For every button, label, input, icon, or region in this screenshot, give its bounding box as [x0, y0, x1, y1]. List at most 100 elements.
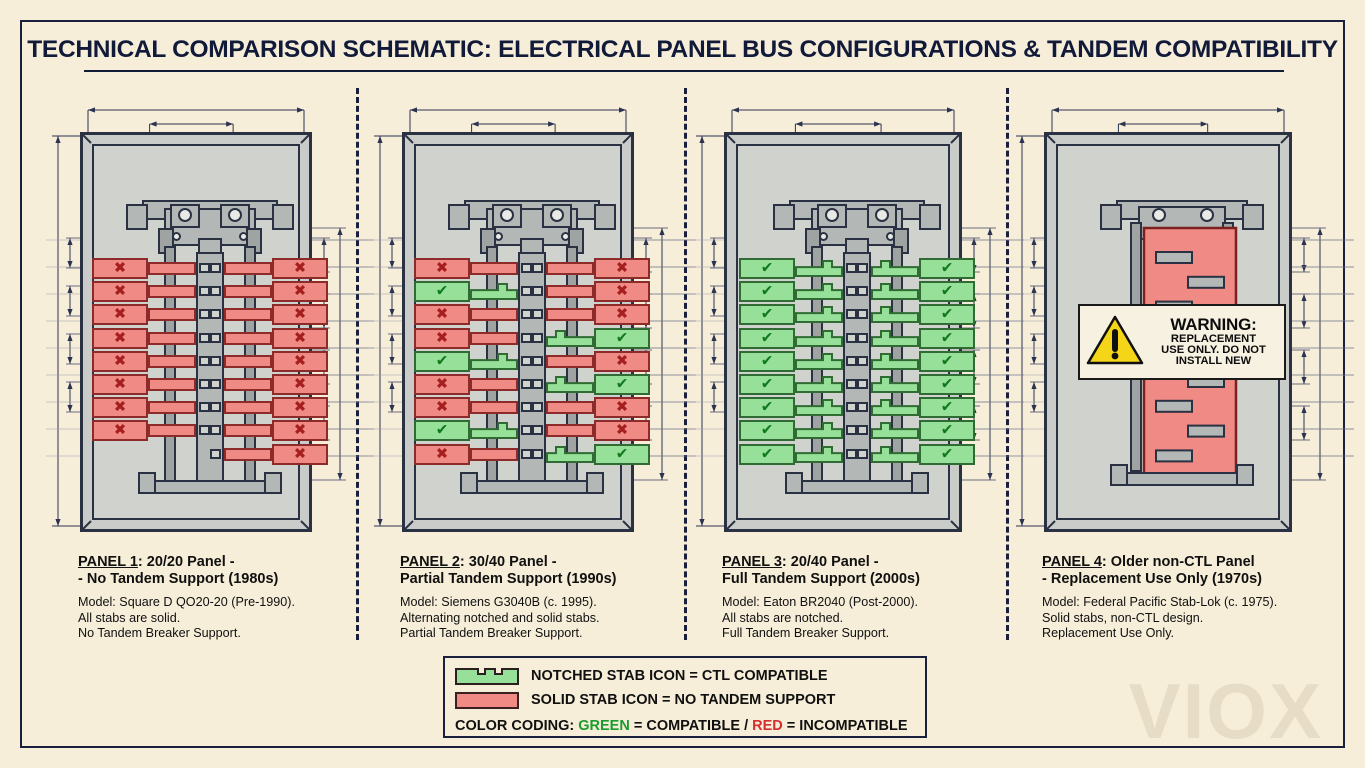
panel-interior-3: ✔✔✔✔✔✔✔✔✔✔✔✔✔✔✔✔✔✔: [738, 146, 975, 518]
breaker-left-6[interactable]: ✖: [414, 374, 470, 395]
breaker-right-9[interactable]: ✔: [594, 443, 650, 465]
stab-right-notched-7: [871, 399, 919, 417]
stab-clip-left-4: [199, 332, 210, 343]
breaker-right-9[interactable]: ✖: [272, 443, 328, 465]
caption-panel-title: : 20/20 Panel -: [137, 554, 235, 570]
stab-left-notched-8: [795, 422, 843, 440]
stab-clip-left-9: [521, 448, 532, 459]
stab-left-solid-3: [148, 308, 196, 322]
lug-screw-right: [550, 208, 564, 222]
breaker-left-1[interactable]: ✖: [92, 258, 148, 279]
caption-panel-title: : 20/40 Panel -: [781, 554, 879, 570]
breaker-left-5[interactable]: ✔: [739, 350, 795, 372]
breaker-right-2[interactable]: ✖: [594, 281, 650, 303]
breaker-right-4[interactable]: ✔: [594, 327, 650, 349]
breaker-left-4[interactable]: ✔: [739, 327, 795, 349]
breaker-right-3[interactable]: ✔: [919, 304, 975, 326]
breaker-right-8[interactable]: ✔: [919, 420, 975, 442]
breaker-status-icon: ✔: [760, 258, 774, 277]
stab-clip-left-2: [846, 286, 857, 297]
breaker-right-7[interactable]: ✖: [594, 397, 650, 419]
caption-panel-number: PANEL 4: [1042, 554, 1102, 570]
breaker-right-6[interactable]: ✔: [919, 374, 975, 395]
caption-body: Model: Eaton BR2040 (Post-2000).All stab…: [722, 595, 1042, 642]
panel-cabinet-inner-2: ✖✔✖✖✔✖✖✔✖✖✖✖✔✖✔✖✖✔: [414, 144, 650, 520]
breaker-left-5[interactable]: ✖: [92, 350, 148, 372]
caption-heading-line-1: PANEL 1: 20/20 Panel -: [78, 554, 398, 571]
breaker-right-1[interactable]: ✖: [594, 258, 650, 279]
stab-clip-left-1: [521, 263, 532, 273]
breaker-right-4[interactable]: ✔: [919, 327, 975, 349]
breaker-left-8[interactable]: ✖: [92, 420, 148, 442]
legend-color-suffix: = INCOMPATIBLE: [782, 717, 908, 734]
breaker-left-2[interactable]: ✔: [414, 281, 470, 303]
breaker-left-1[interactable]: ✔: [739, 258, 795, 279]
breaker-left-3[interactable]: ✔: [739, 304, 795, 326]
breaker-right-6[interactable]: ✔: [594, 374, 650, 395]
breaker-right-1[interactable]: ✖: [272, 258, 328, 279]
legend-label-notched: NOTCHED STAB ICON = CTL COMPATIBLE: [531, 668, 828, 684]
main-lug-right-ear: [594, 204, 616, 230]
breaker-right-8[interactable]: ✖: [272, 420, 328, 442]
stab-clip-left-3: [521, 309, 532, 320]
breaker-right-2[interactable]: ✖: [272, 281, 328, 303]
stab-clip-right-6: [210, 379, 221, 389]
breaker-left-2[interactable]: ✔: [739, 281, 795, 303]
stab-left-solid-3: [470, 308, 518, 322]
breaker-status-icon: ✖: [435, 397, 449, 416]
breaker-left-3[interactable]: ✖: [414, 304, 470, 326]
breaker-right-1[interactable]: ✔: [919, 258, 975, 279]
breaker-left-9[interactable]: ✖: [414, 443, 470, 465]
breaker-right-3[interactable]: ✖: [272, 304, 328, 326]
stab-left-solid-6: [470, 378, 518, 391]
stab-clip-left-7: [846, 402, 857, 413]
breaker-right-5[interactable]: ✔: [919, 350, 975, 372]
breaker-left-1[interactable]: ✖: [414, 258, 470, 279]
stab-left-solid-8: [148, 424, 196, 438]
page-title: TECHNICAL COMPARISON SCHEMATIC: ELECTRIC…: [27, 36, 1338, 63]
breaker-right-9[interactable]: ✔: [919, 443, 975, 465]
breaker-left-8[interactable]: ✔: [414, 420, 470, 442]
breaker-status-icon: ✖: [435, 304, 449, 323]
breaker-right-6[interactable]: ✖: [272, 374, 328, 395]
breaker-right-7[interactable]: ✔: [919, 397, 975, 419]
stab-left-notched-4: [795, 329, 843, 348]
breaker-status-icon: ✖: [113, 351, 127, 370]
breaker-left-8[interactable]: ✔: [739, 420, 795, 442]
breaker-left-6[interactable]: ✖: [92, 374, 148, 395]
stab-clip-right-4: [210, 332, 221, 343]
breaker-left-4[interactable]: ✖: [414, 327, 470, 349]
breaker-right-4[interactable]: ✖: [272, 327, 328, 349]
breaker-left-2[interactable]: ✖: [92, 281, 148, 303]
breaker-left-7[interactable]: ✖: [92, 397, 148, 419]
stab-clip-left-2: [521, 286, 532, 297]
breaker-right-2[interactable]: ✔: [919, 281, 975, 303]
breaker-status-icon: ✔: [615, 374, 629, 393]
breaker-status-icon: ✔: [435, 351, 449, 370]
breaker-status-icon: ✖: [435, 444, 449, 463]
breaker-right-7[interactable]: ✖: [272, 397, 328, 419]
title-underline: [84, 70, 1284, 72]
stab-left-solid-1: [148, 262, 196, 275]
breaker-right-3[interactable]: ✖: [594, 304, 650, 326]
lug-screw-left: [500, 208, 514, 222]
breaker-left-3[interactable]: ✖: [92, 304, 148, 326]
stab-clip-right-7: [857, 402, 868, 413]
panel-column-3: ✔✔✔✔✔✔✔✔✔✔✔✔✔✔✔✔✔✔PANEL 3: 20/40 Panel -…: [690, 88, 1024, 718]
stab-right-notched-4: [871, 329, 919, 348]
breaker-status-icon: ✔: [940, 420, 954, 439]
legend-green-word: GREEN: [578, 717, 630, 734]
breaker-left-7[interactable]: ✖: [414, 397, 470, 419]
breaker-left-5[interactable]: ✔: [414, 350, 470, 372]
breaker-right-5[interactable]: ✖: [594, 350, 650, 372]
breaker-left-4[interactable]: ✖: [92, 327, 148, 349]
breaker-left-6[interactable]: ✔: [739, 374, 795, 395]
panel-column-1: ✖✖✖✖✖✖✖✖✖✖✖✖✖✖✖✖✖PANEL 1: 20/20 Panel --…: [42, 88, 374, 718]
viox-watermark: VIOX: [1128, 667, 1323, 755]
breaker-right-5[interactable]: ✖: [272, 350, 328, 372]
stab-right-notched-5: [871, 352, 919, 371]
breaker-right-8[interactable]: ✖: [594, 420, 650, 442]
breaker-left-7[interactable]: ✔: [739, 397, 795, 419]
breaker-left-9[interactable]: ✔: [739, 443, 795, 465]
